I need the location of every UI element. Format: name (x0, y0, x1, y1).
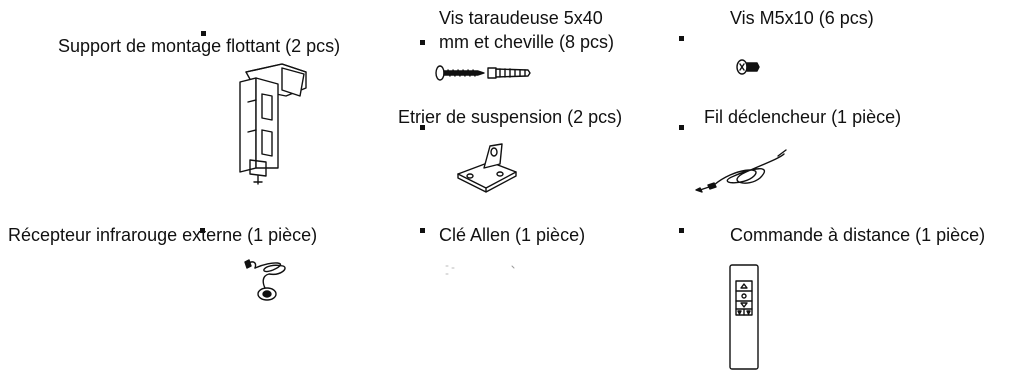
bullet-marker (201, 31, 206, 36)
label-trigger-wire: Fil déclencheur (1 pièce) (704, 107, 902, 127)
suspension-bracket-icon (457, 143, 517, 193)
trigger-wire-icon (695, 149, 787, 193)
label-suspension-bracket: Etrier de suspension (2 pcs) (398, 107, 623, 127)
bullet-marker (679, 125, 684, 130)
ir-receiver-icon (244, 259, 286, 301)
bullet-marker (679, 228, 684, 233)
m5-screw-icon (736, 59, 760, 75)
label-ir-receiver: Récepteur infrarouge externe (1 pièce) (8, 225, 318, 245)
bullet-marker (679, 36, 684, 41)
label-screw-line2: mm et cheville (8 pcs) (439, 32, 615, 52)
label-screw-line1: Vis taraudeuse 5x40 (439, 8, 603, 28)
label-allen-key: Clé Allen (1 pièce) (439, 225, 586, 245)
label-m5-screw: Vis M5x10 (6 pcs) (730, 8, 874, 28)
bullet-marker (420, 40, 425, 45)
label-floating-mount: Support de montage flottant (2 pcs) (58, 36, 341, 56)
bullet-marker (420, 125, 425, 130)
screw-and-anchor-icon (435, 65, 531, 81)
bullet-marker (420, 228, 425, 233)
allen-key-icon (445, 265, 515, 275)
remote-control-icon (729, 264, 759, 370)
bullet-marker (200, 228, 205, 233)
floating-mount-bracket-icon (239, 63, 307, 185)
label-remote-control: Commande à distance (1 pièce) (730, 225, 986, 245)
